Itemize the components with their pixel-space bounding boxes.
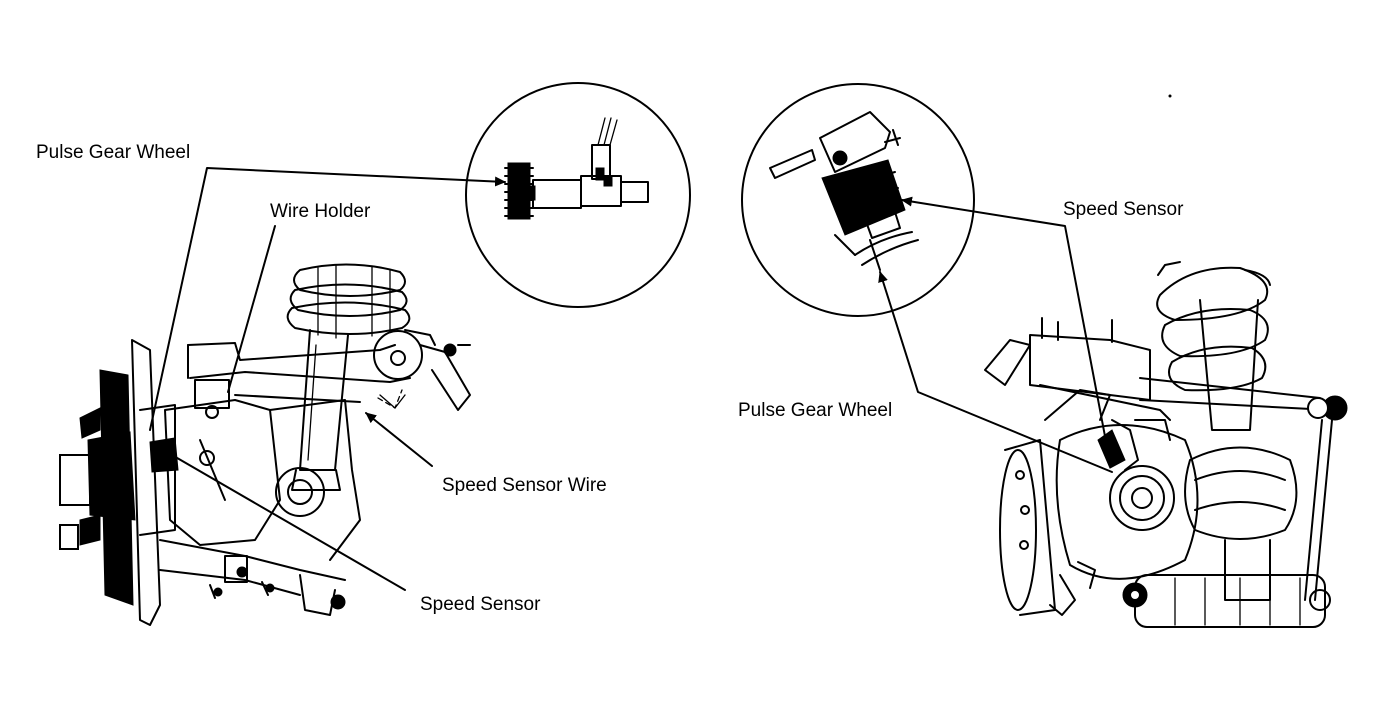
lower-control-arm (159, 539, 346, 616)
rear-upper-link (984, 317, 1171, 421)
label-left-speed-sensor: Speed Sensor (420, 594, 541, 615)
rear-strut (1184, 299, 1298, 601)
leader-right-pulse-gear-wheel (878, 271, 1113, 473)
rear-hub-knuckle (999, 389, 1199, 616)
right-detail-inset (741, 83, 975, 317)
leader-speed-sensor-wire (365, 412, 433, 467)
leader-lines (149, 167, 1113, 591)
leader-wire-holder (227, 225, 276, 393)
label-right-speed-sensor: Speed Sensor (1063, 199, 1184, 220)
leader-left-speed-sensor (171, 454, 406, 591)
label-right-pulse-gear-wheel: Pulse Gear Wheel (738, 400, 893, 421)
leader-right-speed-sensor (901, 196, 1109, 453)
upper-mount (373, 329, 471, 411)
label-speed-sensor-wire: Speed Sensor Wire (442, 475, 607, 496)
left-detail-inset (465, 82, 691, 308)
label-wire-holder: Wire Holder (270, 201, 371, 222)
wheel-hub-disc (59, 339, 179, 626)
front-suspension-assembly (59, 263, 471, 626)
stabilizer-link (1139, 377, 1348, 601)
steering-knuckle (164, 399, 361, 561)
leader-left-pulse-gear-wheel (149, 167, 506, 431)
rear-coil-spring (1156, 261, 1271, 392)
coil-spring (286, 263, 411, 339)
rear-suspension-assembly (984, 261, 1348, 628)
label-left-pulse-gear-wheel: Pulse Gear Wheel (36, 142, 191, 163)
rear-lower-arm (1122, 574, 1331, 628)
upper-control-arm (187, 342, 411, 409)
shock-absorber (291, 329, 349, 491)
speck (1168, 94, 1172, 98)
